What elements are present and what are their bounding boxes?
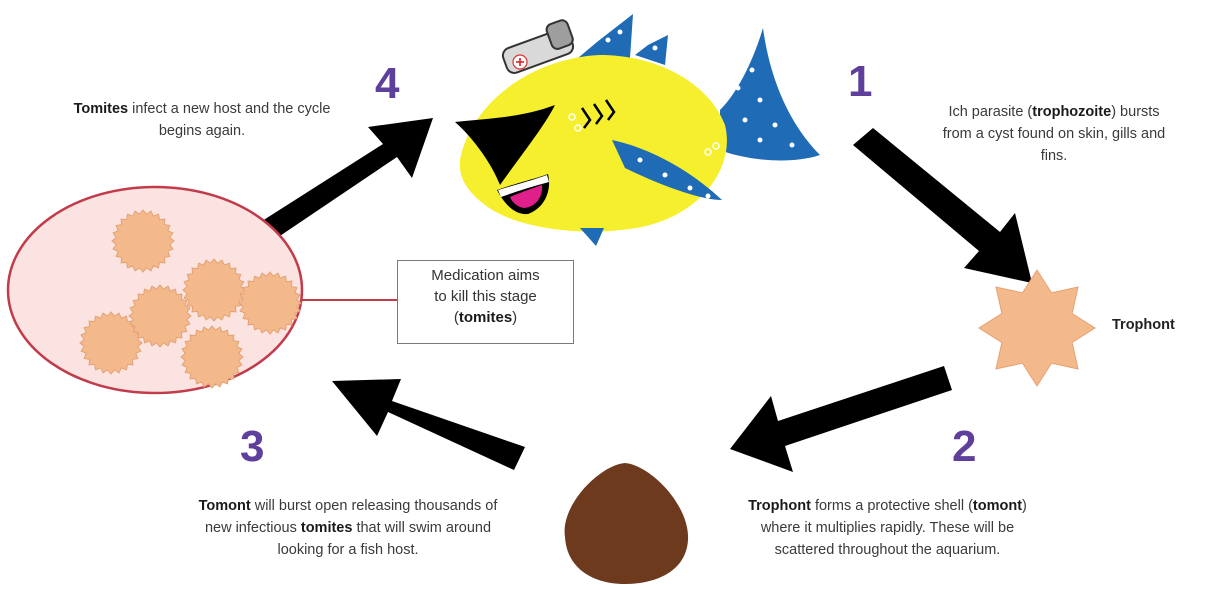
medication-callout: Medication aims to kill this stage (tomi…: [397, 260, 574, 344]
callout-line-2: to kill this stage: [398, 286, 573, 307]
step-2-description: Trophont forms a protective shell (tomon…: [745, 495, 1030, 561]
tomite: [112, 210, 174, 272]
step-1-description: Ich parasite (trophozoite) bursts from a…: [934, 101, 1174, 167]
step-number-1: 1: [848, 60, 872, 104]
callout-line-3: (tomites): [398, 307, 573, 328]
step-number-2: 2: [952, 425, 976, 469]
step-number-4: 4: [375, 62, 399, 106]
step-3-description: Tomont will burst open releasing thousan…: [198, 495, 498, 561]
tomite: [129, 285, 191, 347]
step-4-description: Tomites infect a new host and the cycle …: [52, 98, 352, 142]
callout-line-1: Medication aims: [398, 265, 573, 286]
tomite: [239, 272, 301, 334]
step-number-3: 3: [240, 425, 264, 469]
tomont-shell: [565, 463, 688, 584]
fish-tail: [720, 28, 820, 160]
tomite: [183, 259, 245, 321]
tomite: [181, 326, 243, 388]
arrow-tomont-to-circle: [332, 379, 525, 470]
fish-top-fin: [578, 14, 633, 58]
arrow-trophont-to-tomont: [730, 366, 952, 472]
fish-illustration: [455, 14, 820, 246]
trophont-star: [979, 270, 1095, 386]
tomite-cluster: [8, 187, 397, 393]
trophont-label: Trophont: [1112, 317, 1175, 333]
